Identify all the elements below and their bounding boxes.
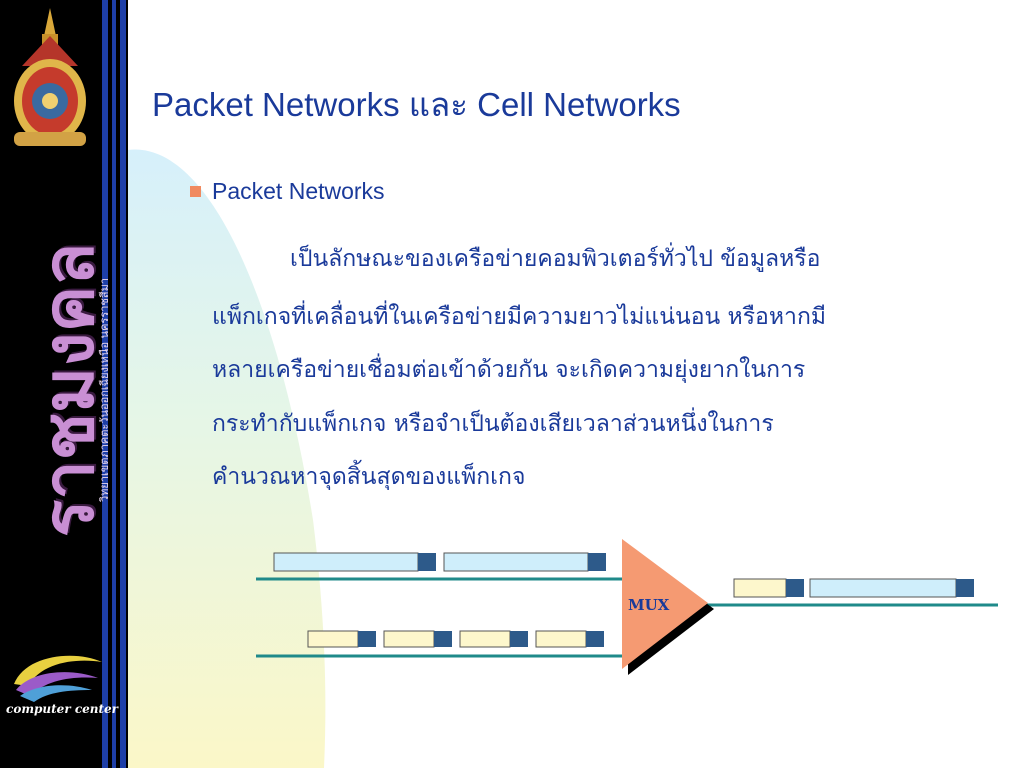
- sidebar-stripe: [102, 0, 108, 768]
- mux-diagram: MUX: [256, 539, 998, 675]
- cell: [307, 630, 376, 648]
- background-swoosh: [128, 149, 326, 768]
- sidebar-stripe: [120, 0, 126, 768]
- mux-label: MUX: [628, 596, 670, 614]
- body-line: กระทำกับแพ็กเกจ หรือจำเป็นต้องเสียเวลาส่…: [212, 411, 774, 437]
- cell: [733, 578, 804, 598]
- packet: [809, 578, 974, 598]
- slide-title: Packet Networks และ Cell Networks: [152, 86, 681, 123]
- body-line: คำนวณหาจุดสิ้นสุดของแพ็กเกจ: [212, 464, 526, 490]
- vertical-subtitle: วิทยาเขตภาคตะวันออกเฉียงเหนือ นครราชสีมา: [98, 277, 111, 503]
- sidebar: ราชมงคล วิทยาเขตภาคตะวันออกเฉียงเหนือ นค…: [0, 0, 128, 768]
- computer-center-label: computer center: [6, 702, 118, 716]
- body-line: เป็นลักษณะของเครือข่ายคอมพิวเตอร์ทั่วไป …: [290, 246, 821, 272]
- university-emblem-icon: [14, 8, 86, 146]
- body-line: แพ็กเกจที่เคลื่อนที่ในเครือข่ายมีความยาว…: [212, 304, 827, 330]
- cell: [535, 630, 604, 648]
- mux-triangle: [622, 539, 708, 669]
- bullet-heading: Packet Networks: [212, 178, 385, 204]
- packet: [273, 552, 436, 572]
- vertical-title-area: ราชมงคล วิทยาเขตภาคตะวันออกเฉียงเหนือ นค…: [18, 190, 118, 590]
- body-line: หลายเครือข่ายเชื่อมต่อเข้าด้วยกัน จะเกิด…: [212, 357, 806, 383]
- computer-center-logo-icon: [14, 655, 102, 702]
- sidebar-stripe: [112, 0, 116, 768]
- bullet-square-icon: [190, 186, 201, 197]
- cell: [383, 630, 452, 648]
- cell: [459, 630, 528, 648]
- packet: [443, 552, 606, 572]
